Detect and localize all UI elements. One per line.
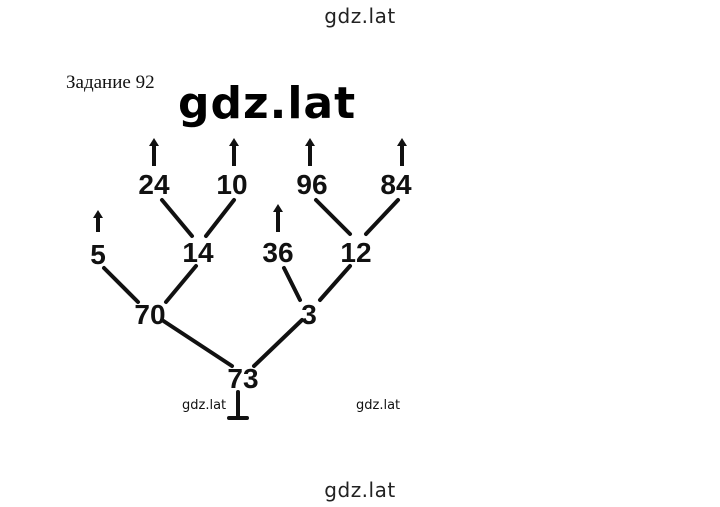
- edge-14-10: [204, 198, 236, 238]
- watermark-small-right: gdz.lat: [356, 398, 401, 413]
- edge-12-96: [314, 198, 352, 236]
- node-84: 84: [380, 169, 412, 200]
- node-96: 96: [296, 169, 327, 200]
- watermark-bottom: gdz.lat: [324, 478, 396, 502]
- edge-73-70: [160, 318, 234, 368]
- node-73: 73: [227, 363, 258, 394]
- edge-3-36: [282, 266, 302, 302]
- task-title: Задание 92: [66, 72, 155, 93]
- node-10: 10: [216, 169, 247, 200]
- watermark-small-left: gdz.lat: [182, 398, 227, 413]
- node-70: 70: [134, 299, 165, 330]
- node-24: 24: [138, 169, 170, 200]
- watermark-top: gdz.lat: [324, 4, 396, 28]
- node-12: 12: [340, 237, 371, 268]
- edge-14-24: [160, 198, 194, 238]
- watermark-large: gdz.lat: [178, 78, 357, 129]
- edge-70-14: [164, 264, 198, 304]
- node-3: 3: [301, 299, 317, 330]
- edge-3-12: [318, 264, 352, 302]
- edge-70-5: [102, 266, 140, 304]
- node-36: 36: [262, 237, 293, 268]
- edge-73-3: [252, 318, 304, 368]
- edge-12-84: [364, 198, 400, 236]
- node-14: 14: [182, 237, 214, 268]
- node-5: 5: [90, 239, 106, 270]
